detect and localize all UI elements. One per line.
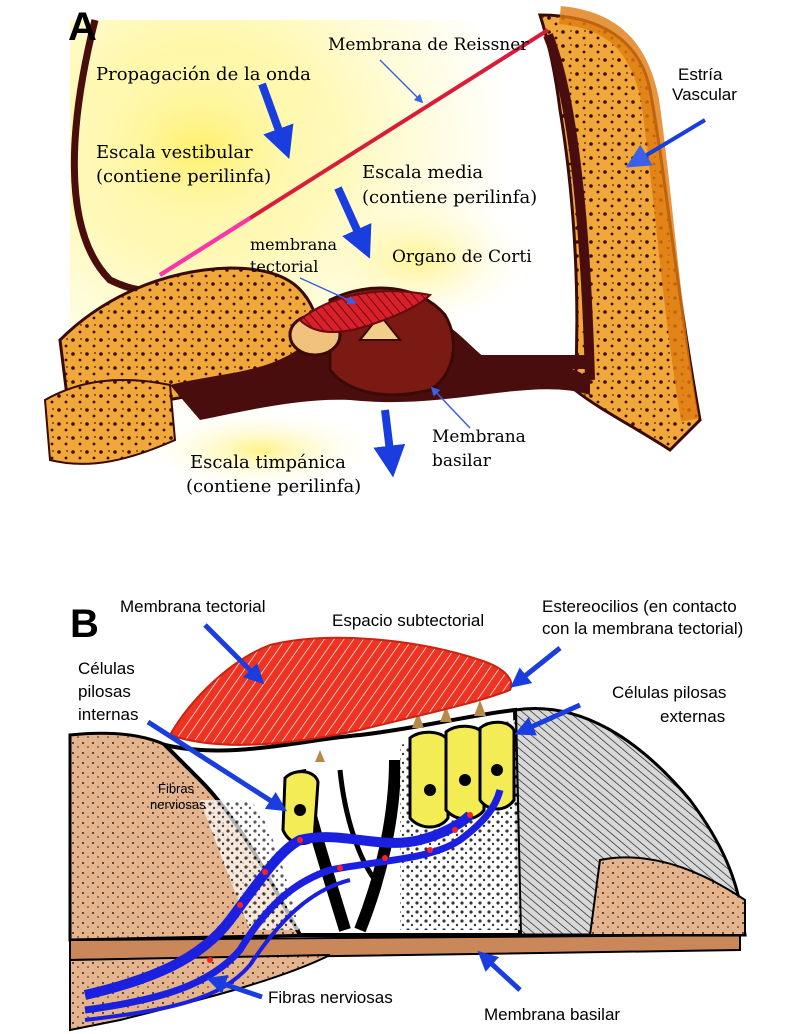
label-b-estereocilios-1: Estereocilios (en contacto (542, 597, 737, 616)
panel-b-letter: B (70, 602, 99, 646)
label-b-externas-2: externas (660, 707, 725, 726)
label-media: Escala media (362, 162, 483, 183)
label-onda: Propagación de la onda (96, 64, 311, 85)
label-tectorial-2: tectorial (250, 257, 318, 276)
basilar-membrane-b (70, 935, 740, 960)
arrow-b-estereocilios (515, 648, 560, 684)
label-b-fibras: Fibras nerviosas (268, 988, 393, 1007)
label-basilar-2: basilar (432, 451, 492, 471)
label-b-fibras-small-1: Fibras (158, 781, 195, 796)
label-corti: Organo de Corti (392, 247, 532, 267)
label-media-sub: (contiene perilinfa) (362, 187, 537, 208)
label-estria-2: Vascular (672, 85, 737, 104)
label-b-fibras-small-2: nerviosas (150, 797, 206, 812)
label-basilar-1: Membrana (432, 427, 526, 447)
label-b-basilar: Membrana basilar (484, 1005, 620, 1024)
label-b-internas-2: pilosas (78, 682, 131, 701)
panel-a-letter: A (68, 5, 97, 49)
label-b-estereocilios-2: con la membrana tectorial) (542, 619, 743, 638)
stereocilia-3 (474, 700, 486, 716)
label-timpanica: Escala timpánica (190, 452, 346, 473)
label-b-tectorial: Membrana tectorial (120, 597, 266, 616)
label-b-internas-3: internas (78, 705, 138, 724)
panel-a: A Membrana de Reissner Propagación de la… (45, 5, 737, 500)
label-b-subtectorial: Espacio subtectorial (332, 611, 484, 630)
arrow-b-basilar (482, 955, 520, 990)
label-timpanica-sub: (contiene perilinfa) (186, 476, 361, 497)
label-b-internas-1: Células (78, 659, 135, 678)
label-vestibular-sub: (contiene perilinfa) (96, 166, 271, 187)
label-b-externas-1: Células pilosas (612, 683, 726, 702)
panel-b: B Membrana tectorial Espacio subtectoria… (70, 597, 745, 1030)
outer-hair-cell-1 (410, 732, 448, 827)
label-tectorial-1: membrana (250, 235, 338, 254)
label-reissner: Membrana de Reissner (328, 35, 529, 55)
label-estria-1: Estría (678, 65, 723, 84)
outer-hair-cell-2 (446, 726, 484, 819)
label-vestibular: Escala vestibular (96, 142, 253, 163)
